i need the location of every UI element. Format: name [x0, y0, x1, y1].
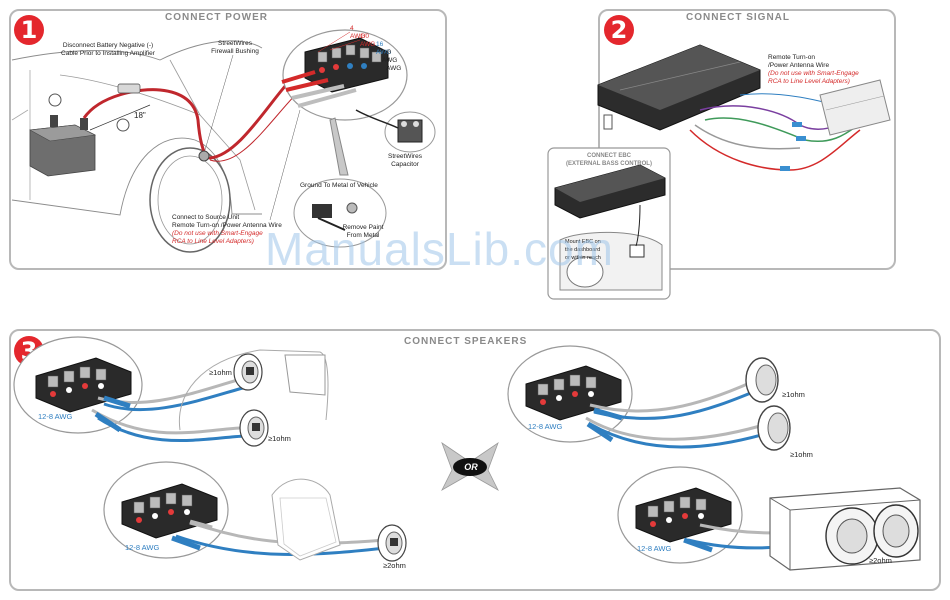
- capacitor-label-line-2: Capacitor: [391, 161, 419, 168]
- ebc-note-line-3: or within reach: [565, 255, 601, 261]
- distance-label: 18": [134, 111, 146, 120]
- gauge-5: 4 AWG: [386, 57, 402, 72]
- ebc-title-line-2: (EXTERNAL BASS CONTROL): [566, 161, 652, 167]
- awg-label-left-bottom: 12-8 AWG: [125, 543, 160, 552]
- step-number-2: 2: [604, 15, 634, 45]
- connect-speakers-title: CONNECT SPEAKERS: [404, 336, 528, 347]
- gauge-1: 4 AWG: [350, 25, 366, 40]
- gauge-2: 1/0 AWG: [360, 33, 376, 48]
- connect-power-title: CONNECT POWER: [165, 12, 268, 23]
- ohm-label-right-2: ≥1ohm: [790, 450, 813, 459]
- gauge-4: 1/0 AWG: [382, 49, 398, 64]
- ohm-label-right-1: ≥1ohm: [782, 390, 805, 399]
- gauge-3: 16 AWG: [376, 41, 392, 56]
- ebc-note: Mount EBC on the dashboard or within rea…: [565, 238, 601, 262]
- remove-paint-line-2: From Metal: [346, 232, 380, 239]
- step-number-1: 1: [14, 15, 44, 45]
- ohm-label-right-box: ≥2ohm: [869, 556, 892, 565]
- remote-warning-1: (Do not use with Smart-Engage: [768, 70, 859, 77]
- or-label: OR: [464, 462, 478, 472]
- remove-paint-line-1: Remove Paint: [342, 224, 384, 231]
- source-unit-warning-1: (Do not use with Smart-Engage: [172, 230, 263, 237]
- disconnect-note-line-2: Cable Prior to Installing Amplifier: [61, 50, 155, 57]
- remove-paint-label: Remove Paint From Metal: [338, 224, 388, 240]
- ground-label: Ground To Metal of Vehicle: [300, 182, 378, 189]
- ebc-title: CONNECT EBC (EXTERNAL BASS CONTROL): [550, 152, 668, 168]
- source-unit-label: Connect to Source Unit Remote Turn-on /P…: [172, 214, 282, 246]
- ohm-label-left-1: ≥1ohm: [209, 368, 232, 377]
- disconnect-note: Disconnect Battery Negative (-) Cable Pr…: [48, 42, 168, 58]
- remote-label-line-1: Remote Turn-on: [768, 54, 815, 61]
- firewall-label-line-1: StreetWires: [218, 40, 252, 47]
- ebc-note-line-2: the dashboard: [565, 247, 601, 253]
- ebc-note-line-1: Mount EBC on: [565, 239, 601, 245]
- ohm-label-left-box: ≥2ohm: [383, 561, 406, 570]
- source-unit-warning-2: RCA to Line Level Adapters): [172, 238, 254, 245]
- firewall-label-line-2: Firewall Bushing: [211, 48, 259, 55]
- awg-label-right-bottom: 12-8 AWG: [637, 544, 672, 553]
- remote-label: Remote Turn-on /Power Antenna Wire (Do n…: [768, 54, 859, 86]
- firewall-label: StreetWires Firewall Bushing: [200, 40, 270, 56]
- watermark: ManualsLib.com: [265, 223, 614, 275]
- remote-warning-2: RCA to Line Level Adapters): [768, 78, 850, 85]
- source-unit-line-1: Connect to Source Unit: [172, 214, 240, 221]
- capacitor-label: StreetWires Capacitor: [380, 153, 430, 169]
- connect-signal-title: CONNECT SIGNAL: [686, 12, 790, 23]
- awg-label-right-top: 12-8 AWG: [528, 422, 563, 431]
- ebc-title-line-1: CONNECT EBC: [586, 153, 631, 159]
- capacitor-label-line-1: StreetWires: [388, 153, 422, 160]
- disconnect-note-line-1: Disconnect Battery Negative (-): [62, 42, 154, 49]
- awg-label-left-top: 12-8 AWG: [38, 412, 73, 421]
- source-unit-line-2: Remote Turn-on /Power Antenna Wire: [172, 222, 282, 229]
- remote-label-line-2: /Power Antenna Wire: [768, 62, 830, 69]
- ohm-label-left-2: ≥1ohm: [268, 434, 291, 443]
